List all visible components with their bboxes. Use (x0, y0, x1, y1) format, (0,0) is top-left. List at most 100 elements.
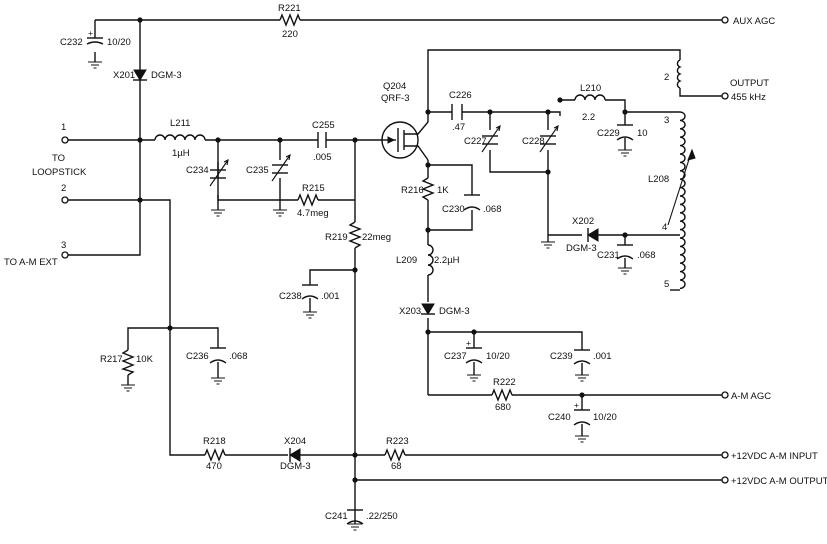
r216-symbol (421, 177, 435, 201)
l209-symbol (427, 244, 434, 276)
terminals (61, 16, 729, 484)
c226-symbol (451, 104, 463, 120)
c227-ref: C227 (464, 136, 487, 147)
c230-ref: C230 (442, 204, 465, 215)
c255-value: .005 (313, 152, 332, 163)
c230-symbol (463, 194, 481, 211)
r221-ref: R221 (278, 3, 301, 14)
c234-symbol (209, 159, 229, 187)
r217-symbol (120, 349, 135, 376)
r215-value: 4.7meg (297, 208, 329, 219)
ground-symbols (88, 61, 632, 531)
r222-value: 680 (495, 402, 511, 413)
r223-value: 68 (391, 461, 402, 472)
diodes (133, 69, 599, 462)
c240-ref: C240 (548, 412, 571, 423)
c227-symbol (481, 125, 501, 153)
pin1-label: 1 (61, 122, 66, 133)
c239-symbol (573, 349, 591, 365)
l208-symbol (679, 111, 686, 290)
c228-symbol (539, 125, 559, 153)
x203-ref: X203 (399, 306, 421, 317)
pin-2-label: 2 (664, 72, 669, 83)
r217-value: 10K (136, 354, 154, 365)
c232-ref: C232 (60, 37, 83, 48)
l211-symbol (154, 134, 206, 141)
l208-tuning-arrow (667, 149, 693, 226)
output-label: OUTPUT (730, 78, 769, 89)
output-freq-label: 455 kHz (731, 92, 766, 103)
c238-ref: C238 (279, 291, 302, 302)
l211-value: 1µH (172, 148, 190, 159)
c236-symbol (209, 347, 227, 364)
r222-symbol (491, 388, 513, 402)
r219-ref: R219 (325, 232, 348, 243)
am-agc-label: A-M AGC (731, 391, 771, 402)
pin2-terminal (61, 196, 69, 204)
x204-ref: X204 (284, 436, 306, 447)
c241-symbol (346, 509, 364, 525)
r218-ref: R218 (203, 436, 226, 447)
r216-value: 1K (437, 185, 449, 196)
pin3-label: 3 (61, 240, 66, 251)
c228-ref: C228 (522, 136, 545, 147)
c237-symbol (465, 347, 483, 364)
c238-value: .001 (321, 291, 340, 302)
loopstick-label: LOOPSTICK (32, 167, 87, 178)
r216-ref: R216 (401, 185, 424, 196)
x204-symbol (289, 448, 301, 462)
am-agc-terminal (721, 391, 729, 399)
r215-symbol (297, 193, 319, 207)
x203-symbol (421, 303, 435, 315)
junction-dots (137, 17, 628, 483)
q204-ref: Q204 (383, 81, 406, 92)
aux-agc-terminal (721, 16, 729, 24)
x204-value: DGM-3 (280, 461, 311, 472)
pin3-terminal (61, 251, 69, 259)
r223-symbol (384, 448, 406, 462)
r222-ref: R222 (493, 377, 516, 388)
l209-value: 2.2µH (434, 255, 460, 266)
l211-ref: L211 (170, 118, 190, 129)
l210-value: 2.2 (582, 112, 595, 123)
c235-symbol (271, 154, 291, 182)
r219-value: 22meg (362, 232, 391, 243)
c255-ref: C255 (312, 120, 335, 131)
c241-value: .22/250 (366, 511, 398, 522)
r223-ref: R223 (386, 436, 409, 447)
x201-symbol (133, 69, 147, 81)
l208-ref: L208 (648, 174, 669, 185)
c241-ref: C241 (325, 511, 348, 522)
output-winding (676, 59, 682, 89)
to-am-ext-label: TO A-M EXT (4, 257, 58, 268)
c237-value: 10/20 (486, 351, 510, 362)
x201-value: DGM-3 (151, 70, 182, 81)
c229-symbol (616, 124, 634, 141)
output-terminal (721, 92, 729, 100)
c232-polarity: + (88, 28, 93, 38)
x203-value: DGM-3 (439, 306, 470, 317)
c239-ref: C239 (550, 351, 573, 362)
c239-value: .001 (593, 351, 612, 362)
pin-3-label: 3 (664, 115, 669, 126)
x202-value: DGM-3 (566, 243, 597, 254)
c234-ref: C234 (186, 165, 209, 176)
q204-symbol (381, 121, 429, 161)
x202-symbol (587, 228, 599, 242)
pin-4-label: 4 (662, 222, 667, 233)
c232-value: 10/20 (107, 37, 131, 48)
labels: AUX AGC OUTPUT 455 kHz A-M AGC +12VDC A-… (4, 3, 827, 522)
r219-symbol (348, 221, 362, 249)
r215-ref: R215 (302, 183, 325, 194)
l210-symbol (574, 94, 606, 101)
c236-ref: C236 (186, 351, 209, 362)
inductors (154, 59, 696, 290)
c237-polarity: + (466, 338, 471, 348)
c229-ref: C229 (597, 128, 620, 139)
v12-input-terminal (721, 451, 729, 459)
v12-output-label: +12VDC A-M OUTPUT (731, 476, 827, 487)
c226-ref: C226 (449, 90, 472, 101)
pin-5-label: 5 (664, 279, 669, 290)
resistors (120, 13, 513, 462)
